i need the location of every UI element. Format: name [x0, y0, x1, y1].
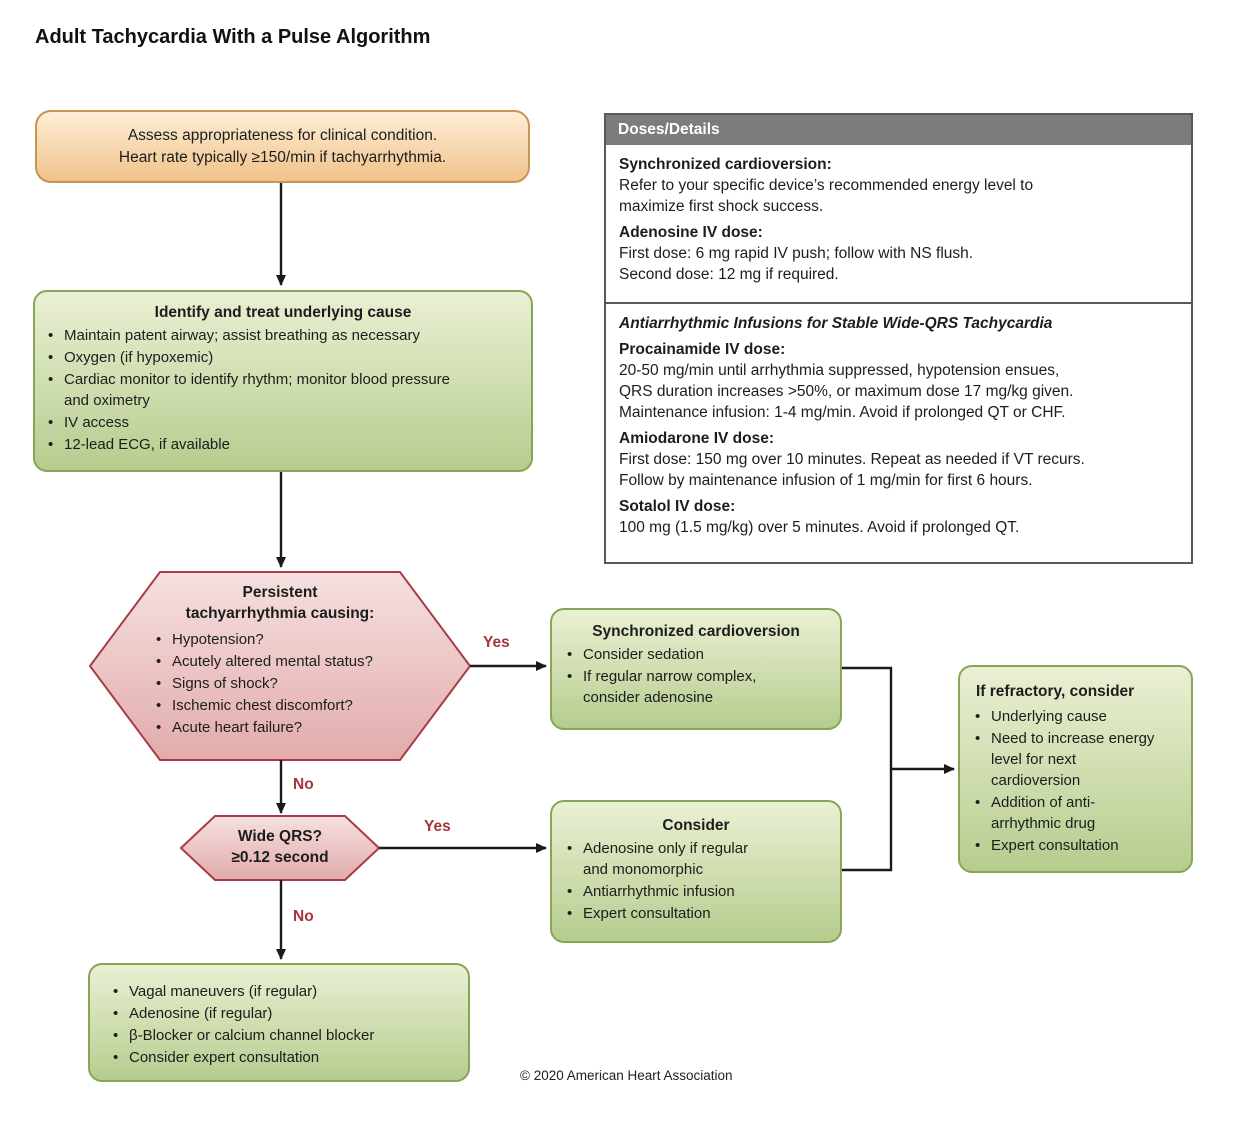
- assess-line-1: Assess appropriateness for clinical cond…: [127, 126, 438, 144]
- list-item: Hypotension?: [155, 629, 460, 650]
- refractory-title: If refractory, consider: [976, 683, 1135, 700]
- persistent-hexagon: Persistent tachyarrhythmia causing: Hypo…: [100, 582, 460, 739]
- list-item: 12-lead ECG, if available: [47, 434, 459, 455]
- list-item: Antiarrhythmic infusion: [566, 881, 826, 902]
- adenosine-line: Second dose: 12 mg if required.: [619, 266, 839, 283]
- list-item: Maintain patent airway; assist breathing…: [47, 325, 459, 346]
- list-item: Underlying cause: [974, 706, 1156, 727]
- list-item: Cardiac monitor to identify rhythm; moni…: [47, 369, 459, 411]
- adenosine-line: First dose: 6 mg rapid IV push; follow w…: [619, 245, 974, 262]
- persistent-title-line-2: tachyarrhythmia causing:: [185, 605, 375, 622]
- sync-cardioversion-list: Consider sedation If regular narrow comp…: [566, 644, 826, 708]
- doses-panel-header: Doses/Details: [606, 115, 1191, 145]
- sotalol-heading: Sotalol IV dose:: [619, 498, 736, 515]
- persistent-list: Hypotension? Acutely altered mental stat…: [100, 629, 460, 738]
- refractory-box: If refractory, consider Underlying cause…: [958, 665, 1193, 873]
- decision-label-yes-1: Yes: [483, 634, 510, 651]
- decision-label-yes-2: Yes: [424, 818, 451, 835]
- procainamide-heading: Procainamide IV dose:: [619, 341, 786, 358]
- list-item: Acute heart failure?: [155, 717, 460, 738]
- amiodarone-line: Follow by maintenance infusion of 1 mg/m…: [619, 472, 1033, 489]
- list-item: Oxygen (if hypoxemic): [47, 347, 459, 368]
- sotalol-line: 100 mg (1.5 mg/kg) over 5 minutes. Avoid…: [619, 519, 1020, 536]
- page-title: Adult Tachycardia With a Pulse Algorithm: [35, 26, 431, 48]
- consider-title: Consider: [662, 817, 730, 834]
- list-item: Adenosine (if regular): [112, 1003, 454, 1024]
- sync-cardioversion-title: Synchronized cardioversion: [592, 623, 800, 640]
- list-item: Consider sedation: [566, 644, 826, 665]
- list-item: Expert consultation: [974, 835, 1156, 856]
- list-item: Need to increase energy level for next c…: [974, 728, 1156, 791]
- list-item: Expert consultation: [566, 903, 826, 924]
- procainamide-line: QRS duration increases >50%, or maximum …: [619, 383, 1074, 400]
- doses-section-infusions: Antiarrhythmic Infusions for Stable Wide…: [606, 302, 1191, 542]
- wide-qrs-hexagon: Wide QRS? ≥0.12 second: [181, 826, 379, 868]
- amiodarone-heading: Amiodarone IV dose:: [619, 430, 775, 447]
- decision-label-no-2: No: [293, 908, 314, 925]
- list-item: Addition of anti-arrhythmic drug: [974, 792, 1156, 834]
- adenosine-heading: Adenosine IV dose:: [619, 224, 763, 241]
- list-item: Vagal maneuvers (if regular): [112, 981, 454, 1002]
- assess-box: Assess appropriateness for clinical cond…: [35, 110, 530, 183]
- list-item: Signs of shock?: [155, 673, 460, 694]
- elbow-connector-refractory: [842, 666, 893, 872]
- infusions-subtitle: Antiarrhythmic Infusions for Stable Wide…: [619, 315, 1053, 332]
- sync-cardioversion-box: Synchronized cardioversion Consider seda…: [550, 608, 842, 730]
- list-item: If regular narrow complex, consider aden…: [566, 666, 798, 708]
- wide-qrs-line-2: ≥0.12 second: [231, 849, 329, 866]
- list-item: Ischemic chest discomfort?: [155, 695, 460, 716]
- cardioversion-line: maximize first shock success.: [619, 198, 824, 215]
- list-item: Consider expert consultation: [112, 1047, 454, 1068]
- identify-treat-title: Identify and treat underlying cause: [154, 304, 412, 321]
- wide-qrs-line-1: Wide QRS?: [237, 828, 323, 845]
- copyright-text: © 2020 American Heart Association: [520, 1068, 733, 1083]
- final-options-list: Vagal maneuvers (if regular) Adenosine (…: [112, 981, 454, 1068]
- consider-box: Consider Adenosine only if regular and m…: [550, 800, 842, 943]
- refractory-list: Underlying cause Need to increase energy…: [974, 706, 1156, 856]
- procainamide-line: Maintenance infusion: 1-4 mg/min. Avoid …: [619, 404, 1066, 421]
- amiodarone-line: First dose: 150 mg over 10 minutes. Repe…: [619, 451, 1085, 468]
- doses-section-cardioversion: Synchronized cardioversion: Refer to you…: [606, 145, 1191, 302]
- cardioversion-heading: Synchronized cardioversion:: [619, 156, 832, 173]
- list-item: Acutely altered mental status?: [155, 651, 460, 672]
- identify-treat-box: Identify and treat underlying cause Main…: [33, 290, 533, 472]
- decision-label-no-1: No: [293, 776, 314, 793]
- final-options-box: Vagal maneuvers (if regular) Adenosine (…: [88, 963, 470, 1082]
- list-item: IV access: [47, 412, 459, 433]
- procainamide-line: 20-50 mg/min until arrhythmia suppressed…: [619, 362, 1060, 379]
- doses-details-panel: Doses/Details Synchronized cardioversion…: [604, 113, 1193, 564]
- list-item: Adenosine only if regular and monomorphi…: [566, 838, 759, 880]
- cardioversion-line: Refer to your specific device’s recommen…: [619, 177, 1034, 194]
- persistent-title-line-1: Persistent: [242, 584, 318, 601]
- assess-line-2: Heart rate typically ≥150/min if tachyar…: [118, 148, 447, 166]
- consider-list: Adenosine only if regular and monomorphi…: [566, 838, 826, 924]
- list-item: β-Blocker or calcium channel blocker: [112, 1025, 454, 1046]
- identify-treat-list: Maintain patent airway; assist breathing…: [47, 325, 459, 455]
